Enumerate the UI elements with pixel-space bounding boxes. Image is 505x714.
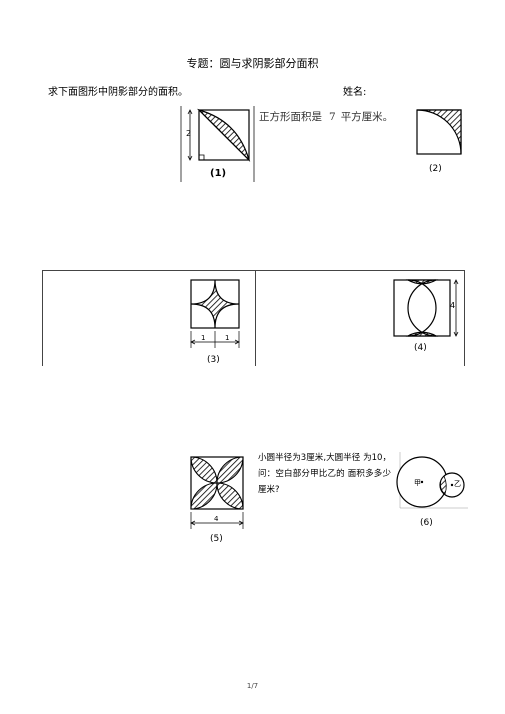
figure-6: 甲 乙 (6) [396,452,468,528]
dim-label-4: 4 [450,301,455,310]
figure-5: 4 (5) [190,456,244,544]
figure-3: 1 1 (3) [190,279,240,365]
p1-text-prefix: 正方形面积是 [259,111,322,123]
figure-label-6: (6) [420,518,433,528]
figure-label-1: (1) [210,168,226,179]
table-top-border [42,270,465,271]
dim-label-3a: 1 [201,334,205,342]
right-angle-mark [199,154,205,160]
figure-4: 4 (4) [393,279,459,353]
name-label: 姓名: [343,87,367,98]
figure-label-5: (5) [210,534,223,544]
p1-text-suffix: 平方厘米。 [340,111,394,123]
label-jia: 甲 [414,479,421,487]
instruction-text: 求下面图形中阴影部分的面积。 [48,87,188,98]
figure-label-3: (3) [207,355,220,365]
p1-text-value: 7 [329,111,336,123]
page-number: 1/7 [246,682,259,690]
dim-label-1: 2 [186,129,191,138]
shaded-region-3 [190,279,240,329]
overlap-region [440,475,447,495]
table-left-border [42,270,43,366]
figure-1: 2 (1) [180,106,255,182]
figure-2: (2) [416,109,462,174]
figure-label-4: (4) [414,343,427,353]
table-middle-border [255,270,256,366]
dim-label-3b: 1 [225,334,229,342]
label-yi: 乙 [454,480,461,488]
shaded-region-2 [416,109,462,155]
p1-text: 正方形面积是 7 平方厘米。 [259,109,393,124]
table-right-border [464,270,465,366]
page-title: 专题：圆与求阴影部分面积 [186,57,319,70]
figure-label-2: (2) [429,164,442,174]
dim-label-5: 4 [214,515,219,523]
p6-text: 小圆半径为3厘米,大圆半径 为10，问：空白部分甲比乙的 面积多多少厘米? [258,453,391,495]
